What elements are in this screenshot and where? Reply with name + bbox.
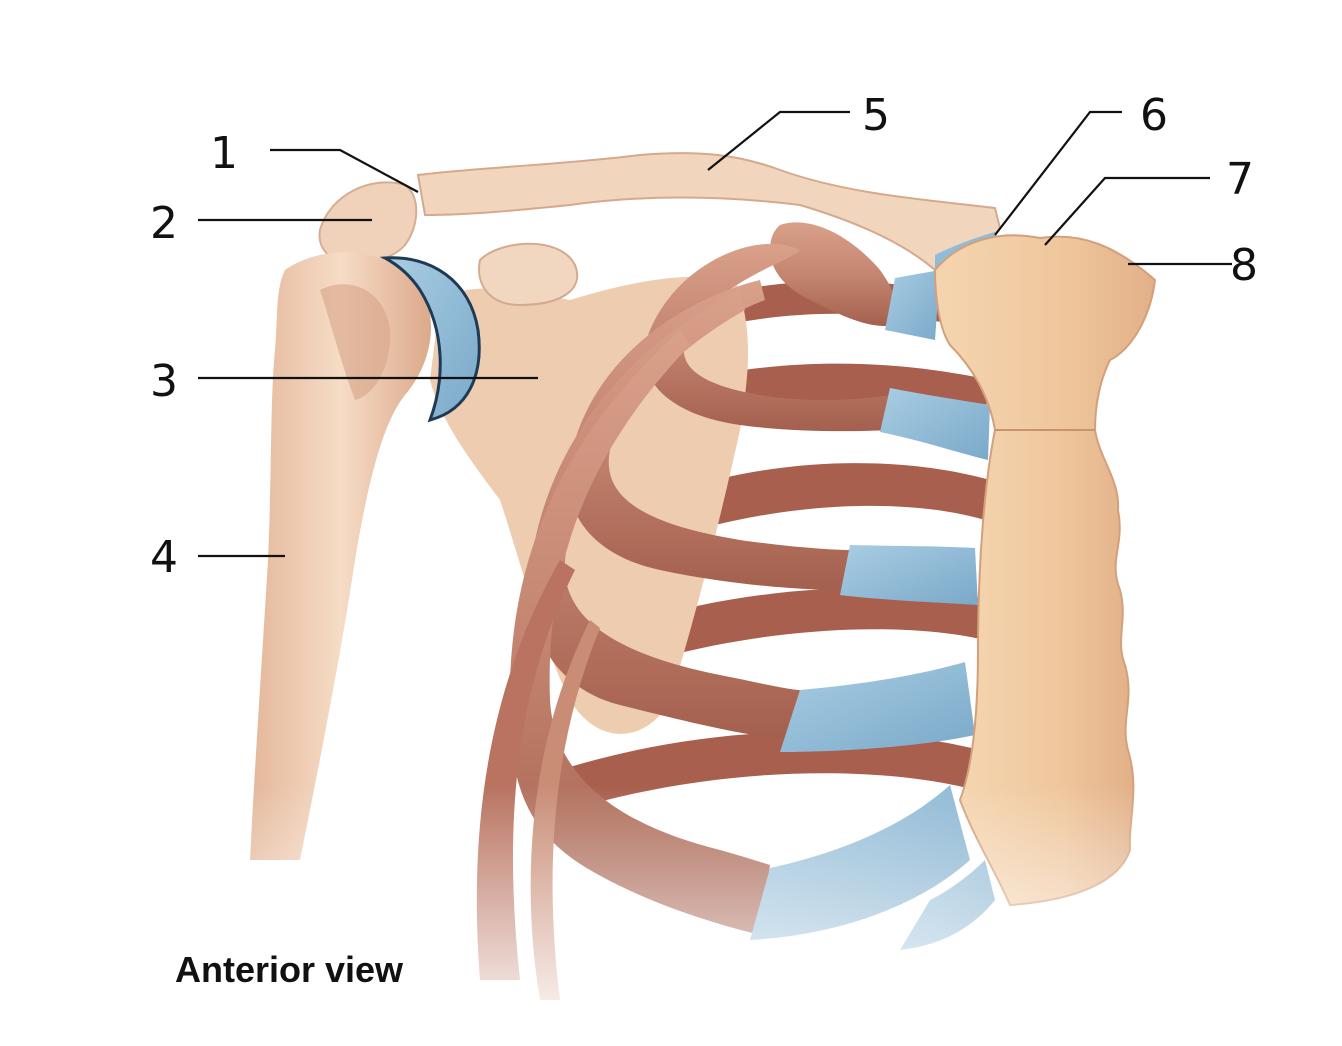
callout-2: 2 <box>150 198 178 249</box>
callout-numbers: 1 2 3 4 5 6 7 8 <box>150 90 1258 583</box>
callout-5: 5 <box>862 90 890 141</box>
leader-lines <box>198 110 1232 558</box>
view-title: Anterior view <box>175 949 404 990</box>
callout-7: 7 <box>1226 154 1254 205</box>
leader-line-1 <box>270 148 419 193</box>
leader-line-6 <box>994 110 1122 236</box>
callout-6: 6 <box>1140 90 1168 141</box>
callout-4: 4 <box>150 532 178 583</box>
leader-line-7 <box>1044 176 1210 246</box>
callout-1: 1 <box>210 128 238 179</box>
leader-line-5 <box>707 110 850 171</box>
callout-8: 8 <box>1230 240 1258 291</box>
callout-3: 3 <box>150 356 178 407</box>
